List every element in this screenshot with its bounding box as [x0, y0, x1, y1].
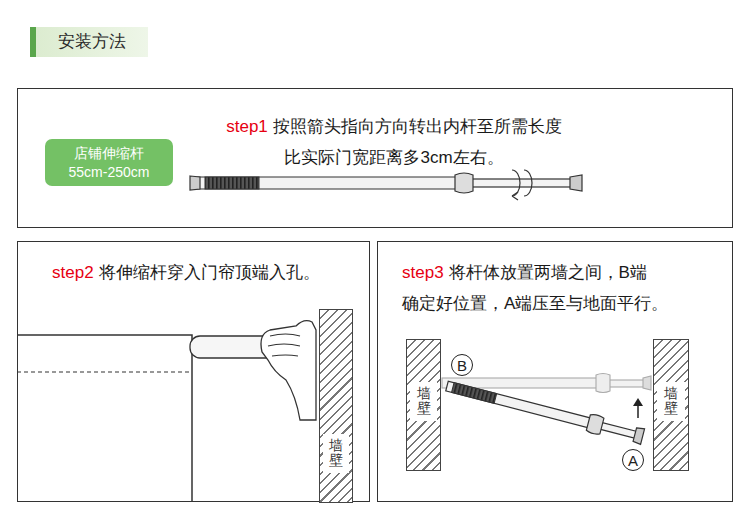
step-text: step1 按照箭头指向方向转出内杆至所需长度 比实际门宽距离多3cm左右。 — [194, 111, 594, 173]
step-number: step2 — [52, 263, 94, 282]
rod-extended — [190, 170, 582, 200]
step-number: step3 — [402, 263, 444, 282]
hand-part — [261, 321, 316, 420]
rod-extended-part — [190, 176, 200, 190]
rod-extended-part — [512, 170, 520, 196]
wall-label: 墙壁 — [329, 438, 343, 469]
up-arrow-part — [637, 404, 639, 418]
rod-extended-part — [205, 177, 259, 189]
wall-label-patch: 墙壁 — [410, 382, 437, 421]
rod-tilted-part — [586, 413, 604, 435]
wall-block: 墙壁 — [406, 339, 441, 471]
rod-extended-part — [196, 177, 460, 189]
wall-label: 墙壁 — [664, 386, 678, 417]
instruction: 按照箭头指向方向转出内杆至所需长度 比实际门宽距离多3cm左右。 — [273, 117, 562, 167]
wall-label: 墙壁 — [417, 386, 431, 417]
title: 安装方法 — [30, 27, 148, 57]
rod-ghost-part — [605, 380, 645, 387]
product-badge: 店铺伸缩杆55cm-250cm — [45, 139, 173, 186]
end-marker: A — [622, 449, 644, 471]
rod-tilted-part — [599, 422, 638, 438]
rod-tilted — [445, 377, 645, 446]
step-number: step1 — [226, 117, 268, 136]
end-marker: B — [451, 354, 473, 376]
badge-text: 店铺伸缩杆 — [74, 144, 144, 163]
callout-letter: A — [628, 453, 638, 468]
step-text: step3将杆体放置两墙之间，B端 确定好位置，A端压至与地面平行。 — [402, 257, 702, 319]
step-panel: step2 将伸缩杆穿入门帘顶端入孔。墙壁 — [17, 241, 370, 502]
hand — [261, 321, 316, 420]
rod-extended-part — [524, 170, 532, 196]
step-panel: step1按照箭头指向方向转出内杆至所需长度 比实际门宽距离多3cm左右。店铺伸… — [17, 88, 733, 228]
rod-extended-part — [455, 173, 473, 193]
wall-block: 墙壁 — [653, 339, 689, 471]
instruction: 将伸缩杆穿入门帘顶端入孔。 — [99, 263, 320, 282]
curtain-part — [17, 371, 190, 372]
callout-letter: B — [457, 358, 467, 373]
rod-tilted-part — [633, 427, 645, 444]
curtain — [17, 335, 305, 502]
up-arrow-part — [633, 398, 643, 406]
hand-part — [268, 334, 300, 356]
wall-label-patch: 墙壁 — [657, 382, 685, 421]
rod-tilted-part — [452, 383, 497, 404]
step-text: step2 将伸缩杆穿入门帘顶端入孔。 — [52, 257, 362, 288]
rod-ghost-part — [643, 376, 651, 390]
rod-extended-part — [512, 192, 518, 200]
rod-tilted-part — [446, 381, 594, 428]
badge-text: 55cm-250cm — [69, 163, 150, 182]
rod-extended-part — [570, 175, 582, 191]
wall-label-patch: 墙壁 — [323, 434, 349, 473]
wall-block: 墙壁 — [319, 309, 353, 503]
curtain-part — [17, 335, 192, 502]
step-panel: step3将杆体放置两墙之间，B端 确定好位置，A端压至与地面平行。墙壁 B 墙壁 A — [377, 241, 733, 502]
rod-ghost-part — [596, 374, 610, 393]
up-arrow — [633, 398, 643, 418]
